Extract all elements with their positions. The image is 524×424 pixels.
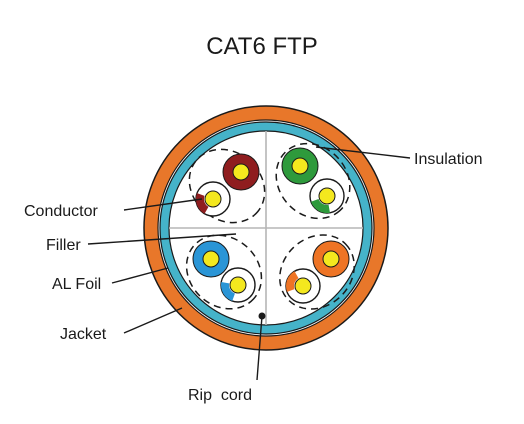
pair-orange-shield [279, 234, 355, 310]
conductor-leader [123, 198, 203, 211]
pair-green-striped-wire-conductor [318, 187, 336, 205]
label-jacket: Jacket [60, 326, 107, 343]
label-conductor: Conductor [24, 203, 98, 220]
pair-brown-solid-wire-conductor [232, 163, 250, 181]
label-insulation: Insulation [414, 151, 483, 168]
label-al-foil: AL Foil [52, 276, 101, 293]
pair-green-shield [275, 142, 351, 220]
pair-blue-solid-wire-conductor [202, 250, 220, 268]
pair-blue-shield [185, 234, 263, 310]
filler-cross [169, 131, 363, 325]
rip-cord-leader [256, 315, 263, 381]
pair-green [275, 142, 351, 220]
pair-green-striped-wire-stripe [311, 199, 330, 213]
pair-orange-solid-wire-conductor [322, 250, 340, 268]
diagram-title: CAT6 FTP [206, 33, 318, 60]
leader-lines [87, 146, 411, 381]
label-rip-cord: Rip cord [188, 387, 252, 404]
pair-orange [279, 234, 355, 310]
pair-brown-striped-wire-stripe [196, 193, 209, 214]
twisted-pairs [185, 142, 355, 310]
insulation-leader [315, 146, 411, 159]
pair-orange-striped-wire-stripe [285, 271, 299, 292]
pair-blue-striped-wire-stripe [221, 282, 235, 301]
filler-leader [87, 233, 237, 245]
label-filler: Filler [46, 237, 81, 254]
pair-brown-striped-wire-conductor [204, 190, 222, 208]
pair-blue [185, 234, 263, 310]
al-foil-leader [111, 267, 169, 284]
cable-cross-section [143, 105, 389, 351]
pair-orange-striped-wire-conductor [294, 277, 312, 295]
pair-brown [188, 148, 266, 224]
pair-green-solid-wire-conductor [291, 157, 309, 175]
pair-blue-striped-wire-conductor [229, 276, 247, 294]
jacket-leader [123, 307, 183, 334]
